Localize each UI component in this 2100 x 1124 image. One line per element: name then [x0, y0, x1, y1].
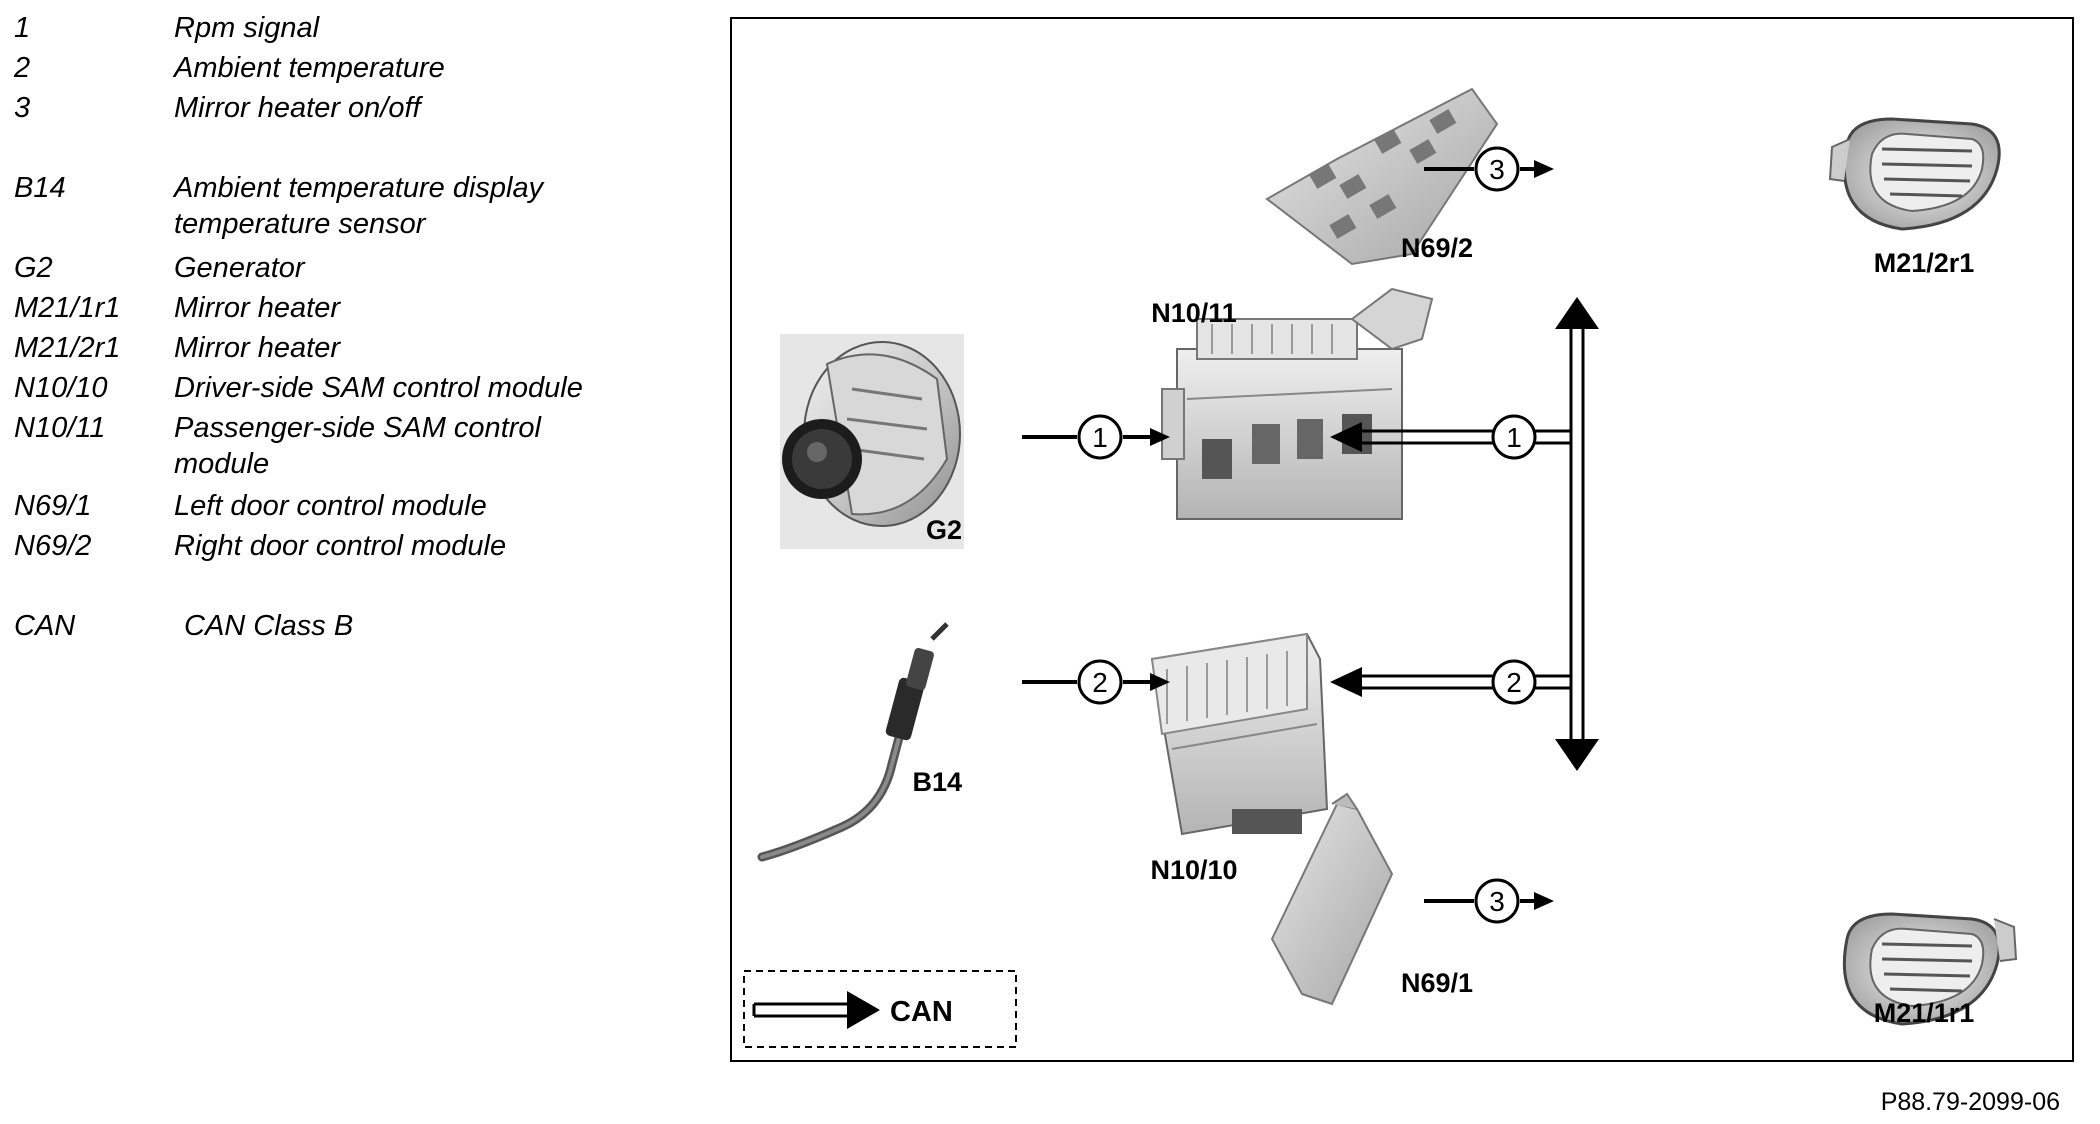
diagram-frame: G2 B14 N10/11 [730, 17, 2074, 1062]
right-door-module-image [1265, 87, 1499, 266]
n10-11-label: N10/11 [1151, 298, 1237, 328]
legend-value: Right door control module [174, 530, 507, 562]
legend-key: 3 [14, 92, 31, 124]
legend-key: M21/2r1 [14, 332, 121, 364]
legend-value: CAN Class B [184, 610, 354, 642]
legend-key: CAN [14, 610, 76, 642]
legend-value: Driver-side SAM control module [174, 372, 583, 404]
signal-3-number: 3 [1489, 886, 1505, 917]
generator-image [780, 334, 964, 549]
can-signal-2-number: 2 [1506, 667, 1522, 698]
legend-key: 2 [14, 52, 31, 84]
legend-value: Left door control module [174, 490, 487, 522]
driver-sam-module-image [1150, 632, 1329, 836]
legend-value: Generator [174, 252, 305, 284]
temperature-signal-arrow: 2 [1022, 659, 1170, 705]
legend-key: G2 [14, 252, 53, 284]
legend-value: Passenger-side SAM control module [174, 412, 541, 480]
legend-key: N69/1 [14, 490, 92, 522]
signal-2-number: 2 [1092, 667, 1108, 698]
n69-1-label: N69/1 [1401, 968, 1473, 998]
signal-1-number: 1 [1092, 422, 1108, 453]
legend-value: Mirror heater on/off [174, 92, 421, 124]
legend-key: N69/2 [14, 530, 92, 562]
signal-3-number: 3 [1489, 154, 1505, 185]
figure-id: P88.79-2099-06 [1880, 1088, 2060, 1116]
can-bus: 1 2 [1330, 297, 1599, 771]
legend-key: 1 [14, 12, 31, 44]
mirror-heater-left-image [1842, 912, 2018, 1026]
b14-label: B14 [912, 767, 962, 797]
legend-key: B14 [14, 172, 66, 204]
mirror-signal-arrow-bottom: 3 [1424, 878, 1554, 924]
legend-key: N10/10 [14, 372, 108, 404]
legend-value: Ambient temperature display temperature … [174, 172, 544, 240]
can-signal-1-number: 1 [1506, 422, 1522, 453]
can-legend-label: CAN [890, 996, 953, 1028]
legend-value: Mirror heater [174, 292, 340, 324]
legend-value: Mirror heater [174, 332, 340, 364]
m21-2r1-label: M21/2r1 [1874, 248, 1975, 278]
mirror-signal-arrow-top: 3 [1424, 146, 1554, 192]
g2-label: G2 [926, 515, 962, 545]
m21-1r1-label: M21/1r1 [1874, 998, 1975, 1028]
legend-value: Rpm signal [174, 12, 320, 44]
mirror-heater-right-image [1828, 117, 2001, 231]
left-door-module-image [1270, 792, 1394, 1006]
temperature-sensor-image [757, 622, 949, 862]
legend-key: M21/1r1 [14, 292, 121, 324]
n69-2-label: N69/2 [1401, 233, 1473, 263]
passenger-sam-module-image [1161, 287, 1434, 520]
legend-value: Ambient temperature [174, 52, 445, 84]
rpm-signal-arrow: 1 [1022, 414, 1170, 460]
n10-10-label: N10/10 [1150, 855, 1237, 885]
legend-key: N10/11 [14, 412, 106, 444]
can-legend-box: CAN [743, 970, 1017, 1048]
